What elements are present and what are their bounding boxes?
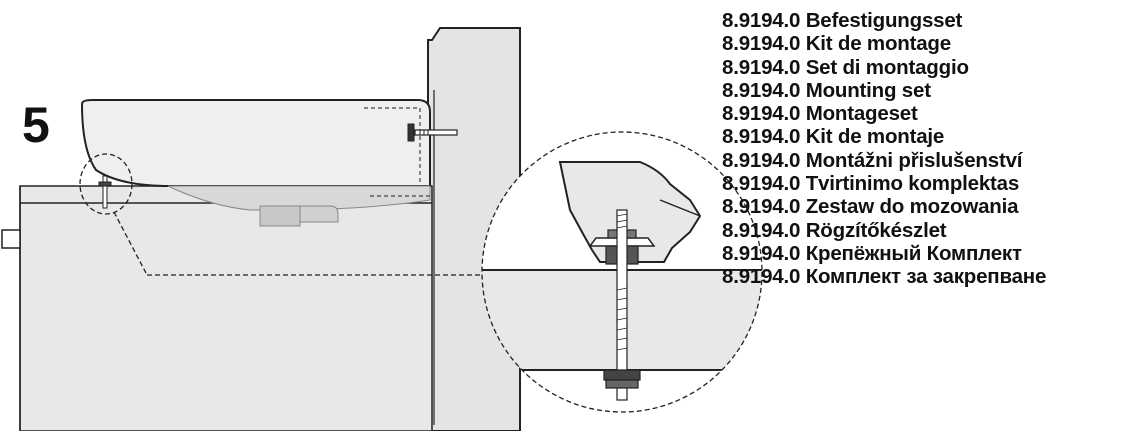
cabinet-handle (1, 229, 21, 249)
counter-bolt (98, 175, 112, 209)
drain (259, 205, 301, 227)
part-line: 8.9194.0 Zestaw do mozowania (722, 195, 1019, 219)
part-line: 8.9194.0 Kit de montage (722, 32, 951, 56)
leader-lines (113, 211, 500, 276)
part-line: 8.9194.0 Mounting set (722, 78, 931, 102)
wall-bolt (407, 123, 458, 142)
part-line: 8.9194.0 Комплект за закрепване (722, 265, 1047, 289)
detail-marker (79, 153, 133, 215)
detail-magnified (481, 131, 763, 413)
part-line: 8.9194.0 Tvirtinimo komplektas (722, 172, 1020, 196)
step-number: 5 (22, 97, 50, 153)
part-line: 8.9194.0 Montageset (722, 102, 918, 126)
part-line: 8.9194.0 Montážni přislušenství (722, 148, 1023, 172)
washbasin (80, 99, 431, 227)
parts-list: 8.9194.0 Befestigungsset 8.9194.0 Kit de… (722, 9, 1046, 289)
part-line: 8.9194.0 Kit de montaje (722, 125, 945, 149)
part-line: 8.9194.0 Крепёжный Комплект (722, 241, 1022, 265)
part-line: 8.9194.0 Rögzítőkészlet (722, 218, 947, 242)
part-line: 8.9194.0 Befestigungsset (722, 9, 963, 32)
part-line: 8.9194.0 Set di montaggio (722, 55, 969, 79)
vanity-cabinet (1, 185, 433, 431)
